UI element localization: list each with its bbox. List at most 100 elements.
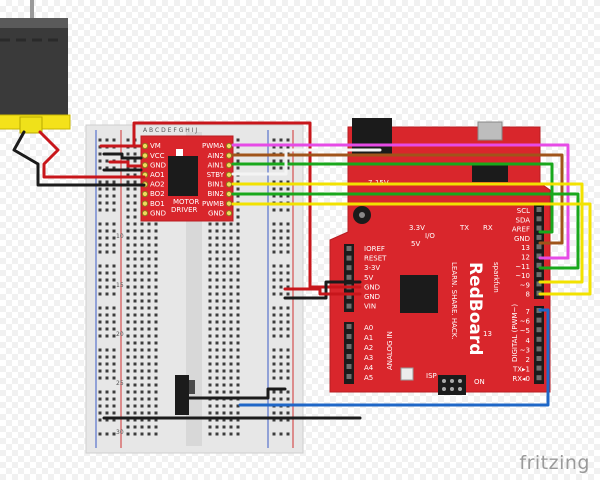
breadboard-hole: [147, 376, 151, 380]
breadboard-hole: [222, 299, 226, 303]
breadboard-hole: [105, 285, 109, 289]
header-pin: [346, 255, 352, 261]
breadboard-hole: [279, 397, 283, 401]
breadboard-hole: [222, 348, 226, 352]
breadboard-hole: [272, 271, 276, 275]
breadboard-hole: [222, 376, 226, 380]
breadboard-hole: [126, 166, 130, 170]
breadboard-hole: [222, 306, 226, 310]
tx-label: TX: [459, 224, 469, 232]
breadboard-hole: [112, 201, 116, 205]
breadboard-hole: [105, 418, 109, 422]
breadboard-hole: [286, 194, 290, 198]
breadboard-hole: [279, 411, 283, 415]
motor-driver-logo: [176, 149, 183, 156]
breadboard-hole: [229, 306, 233, 310]
breadboard-hole: [279, 278, 283, 282]
breadboard-hole: [208, 411, 212, 415]
breadboard-hole: [105, 229, 109, 233]
breadboard-hole: [208, 334, 212, 338]
breadboard-hole: [140, 390, 144, 394]
power-pin-label: RESET: [364, 255, 387, 263]
breadboard-hole: [229, 222, 233, 226]
breadboard-hole: [126, 194, 130, 198]
breadboard-hole: [140, 334, 144, 338]
breadboard-hole: [126, 341, 130, 345]
on-label: ON: [474, 378, 485, 386]
wire-ain2-brown: [231, 153, 564, 245]
breadboard-hole: [286, 180, 290, 184]
header-pin: [346, 344, 352, 349]
breadboard-hole: [286, 397, 290, 401]
breadboard-hole: [236, 159, 240, 163]
breadboard-hole: [112, 418, 116, 422]
breadboard-hole: [98, 327, 102, 331]
breadboard-hole: [286, 390, 290, 394]
wire-ain1-green: [231, 162, 554, 234]
breadboard-hole: [222, 229, 226, 233]
breadboard-hole: [222, 390, 226, 394]
breadboard-hole: [112, 285, 116, 289]
breadboard-hole: [229, 369, 233, 373]
breadboard-hole: [272, 418, 276, 422]
breadboard-hole: [154, 264, 158, 268]
breadboard-hole: [272, 278, 276, 282]
breadboard-hole: [286, 264, 290, 268]
breadboard-hole: [272, 180, 276, 184]
isp-pin: [442, 387, 446, 391]
motor-driver-pin-label: GND: [150, 209, 166, 217]
breadboard-hole: [140, 369, 144, 373]
breadboard-hole: [105, 222, 109, 226]
breadboard-hole: [147, 418, 151, 422]
digital-pin-label: 2: [526, 356, 530, 364]
breadboard-hole: [112, 411, 116, 415]
breadboard-hole: [112, 243, 116, 247]
breadboard-hole: [140, 306, 144, 310]
row-number-25: 25: [116, 380, 124, 387]
breadboard-hole: [208, 222, 212, 226]
breadboard-hole: [236, 236, 240, 240]
breadboard-hole: [286, 334, 290, 338]
breadboard-hole: [147, 257, 151, 261]
breadboard-hole: [105, 306, 109, 310]
digital-pin-label: 7: [526, 308, 530, 316]
isp-header: [438, 375, 466, 395]
breadboard-hole: [126, 299, 130, 303]
breadboard-hole: [147, 425, 151, 429]
breadboard-hole: [222, 383, 226, 387]
breadboard-hole: [279, 222, 283, 226]
breadboard-hole: [279, 159, 283, 163]
breadboard-hole: [154, 257, 158, 261]
breadboard-hole: [105, 187, 109, 191]
breadboard-hole: [140, 278, 144, 282]
breadboard-hole: [208, 376, 212, 380]
breadboard-hole: [105, 264, 109, 268]
breadboard-hole: [126, 411, 130, 415]
breadboard-hole: [154, 334, 158, 338]
breadboard-hole: [112, 334, 116, 338]
breadboard-hole: [133, 397, 137, 401]
breadboard-hole: [140, 432, 144, 436]
motor-driver-pin: [225, 142, 233, 150]
breadboard-hole: [140, 299, 144, 303]
breadboard-hole: [133, 229, 137, 233]
breadboard-hole: [126, 362, 130, 366]
breadboard-hole: [236, 369, 240, 373]
breadboard-hole: [133, 180, 137, 184]
isp-pin: [450, 387, 454, 391]
breadboard-hole: [236, 222, 240, 226]
breadboard-hole: [208, 229, 212, 233]
breadboard-hole: [286, 285, 290, 289]
breadboard-hole: [222, 355, 226, 359]
analog-pin-label: A1: [364, 334, 373, 342]
breadboard-hole: [140, 250, 144, 254]
breadboard-hole: [133, 222, 137, 226]
breadboard-hole: [222, 264, 226, 268]
power-pin-label: IOREF: [364, 245, 385, 253]
breadboard-hole: [236, 362, 240, 366]
wire-bin2-green: [231, 192, 580, 270]
breadboard-hole: [140, 341, 144, 345]
breadboard-hole: [133, 173, 137, 177]
breadboard-hole: [147, 334, 151, 338]
breadboard-hole: [98, 292, 102, 296]
